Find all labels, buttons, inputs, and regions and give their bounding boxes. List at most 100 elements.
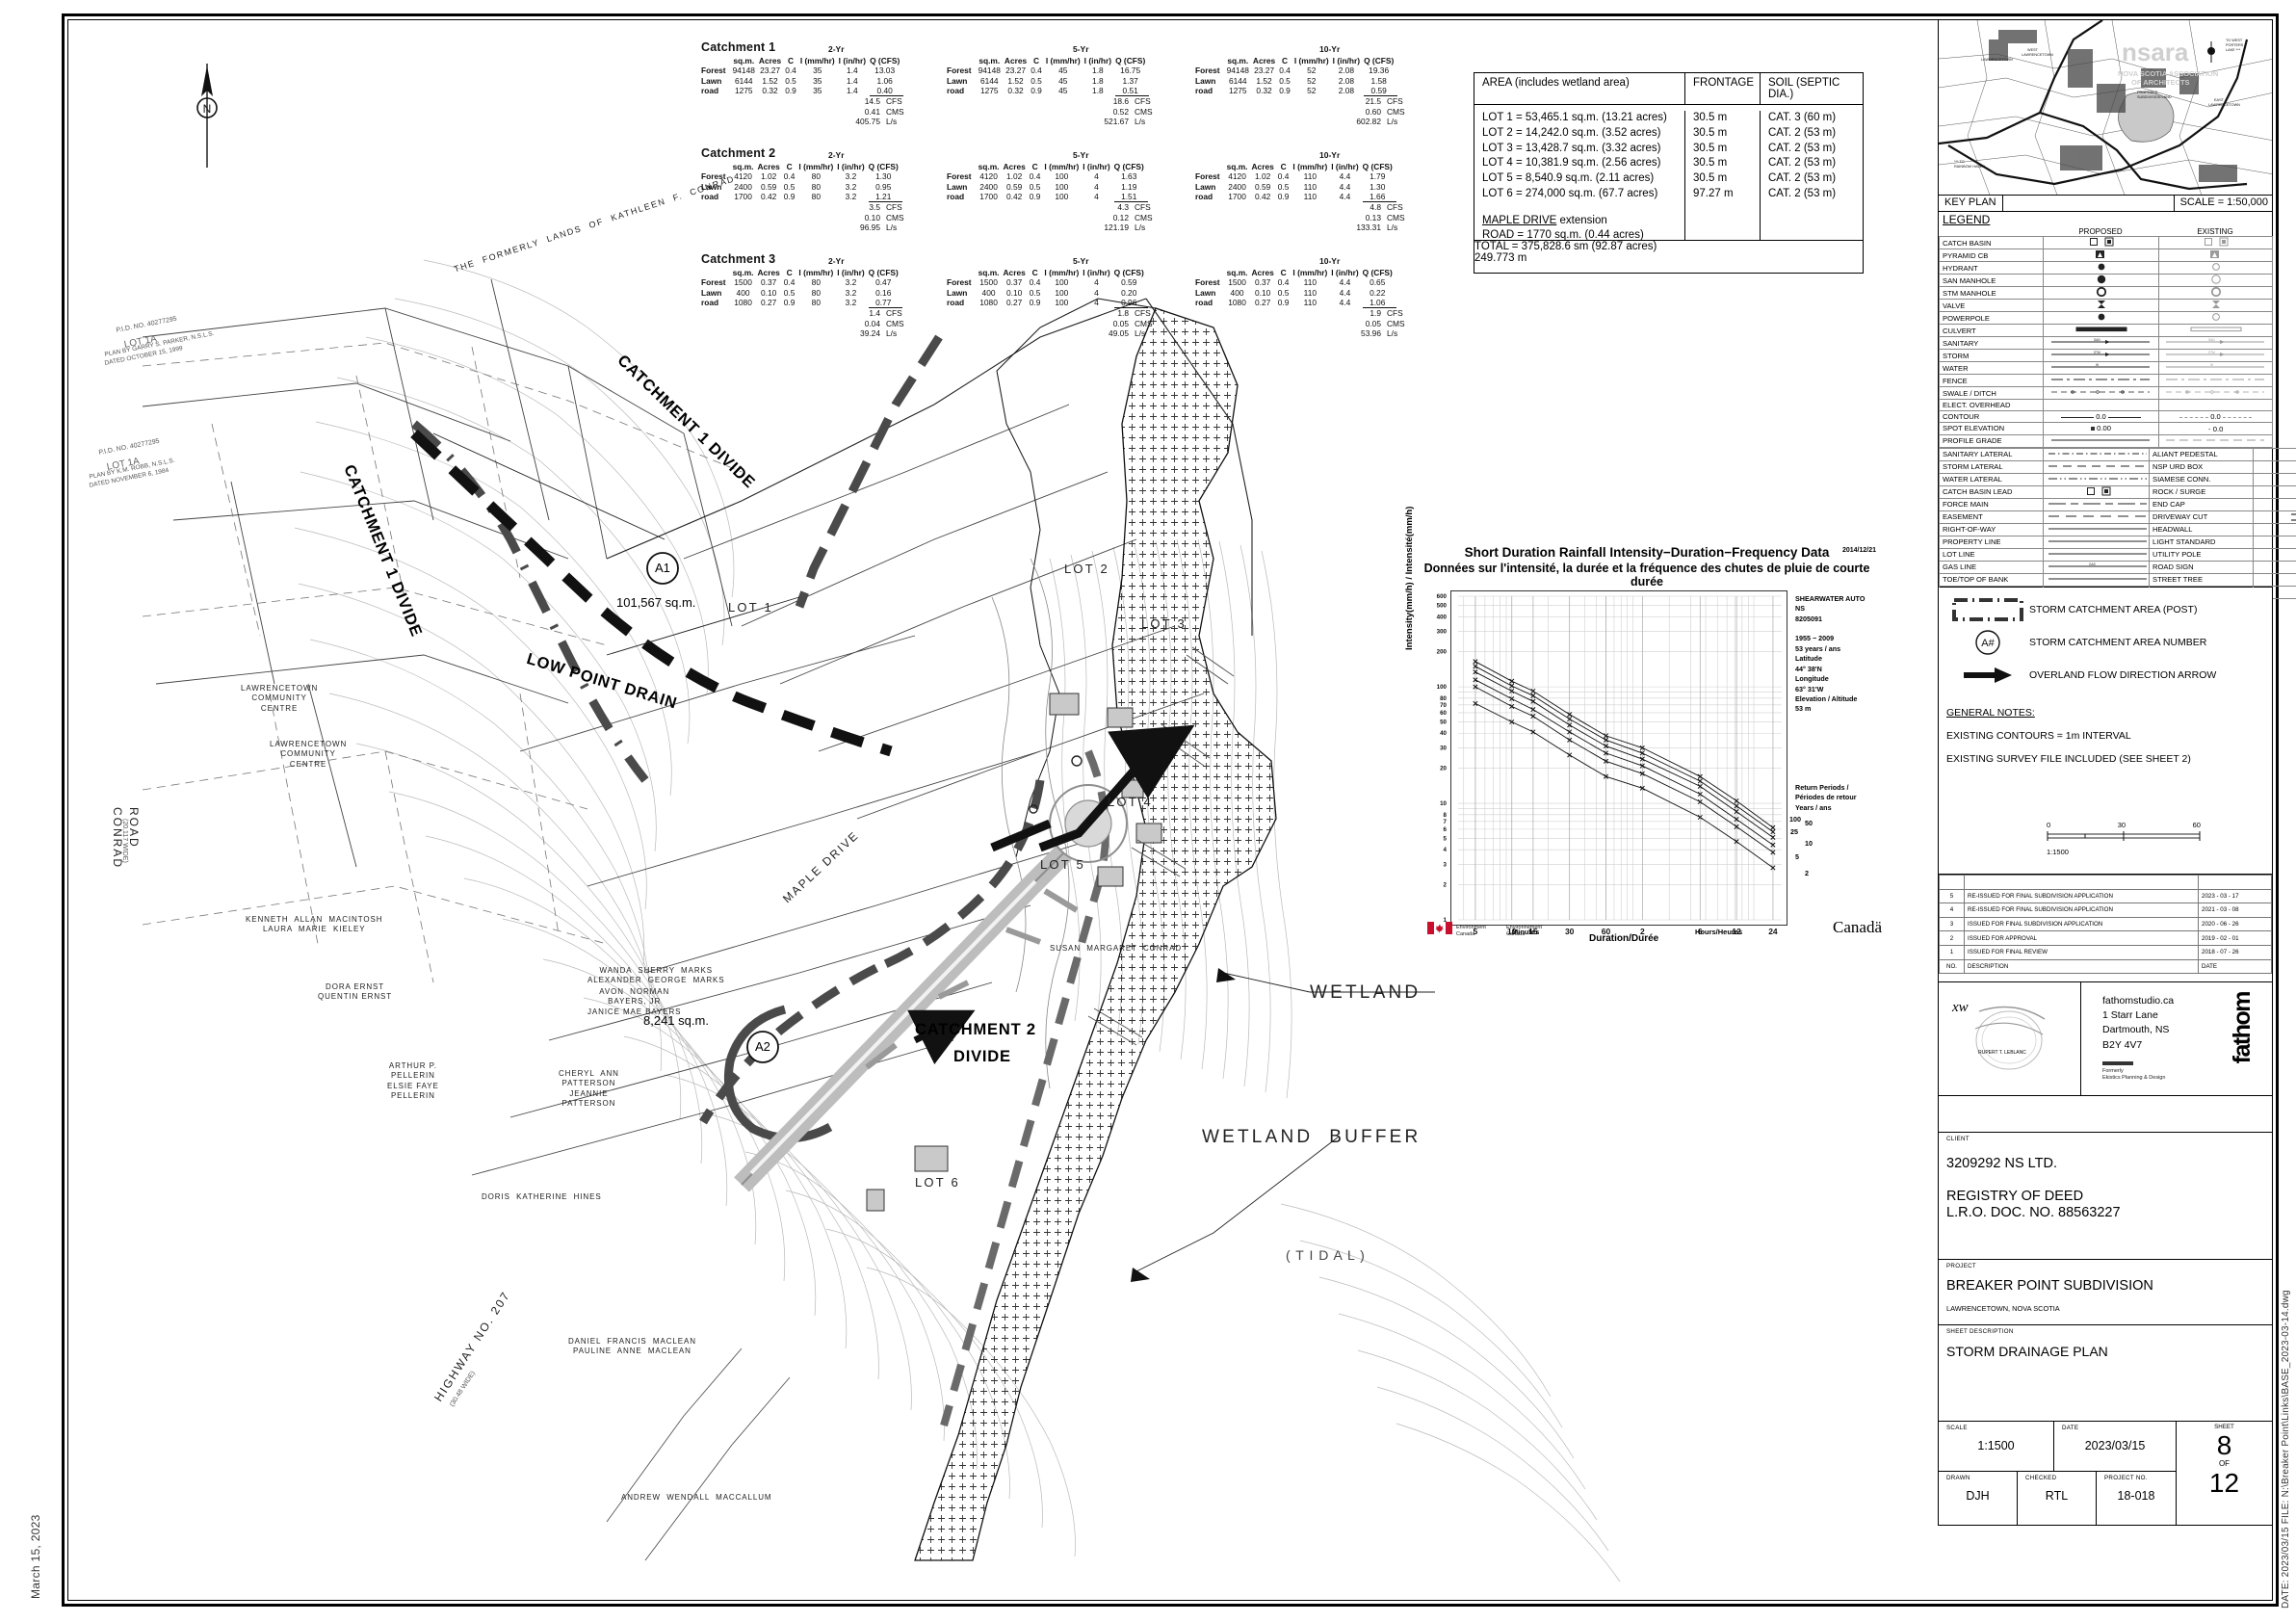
col-q: Q (CFS) bbox=[870, 56, 900, 65]
firm-address-2: Dartmouth, NS bbox=[2102, 1024, 2170, 1036]
key-plan-roads bbox=[1939, 20, 2249, 191]
idf-legend-entry-50: 50 bbox=[1805, 819, 1813, 828]
legend-row: CONTOUR 0.0 0.0 bbox=[1939, 410, 2273, 424]
road-sign-icon bbox=[2257, 562, 2296, 571]
svg-text:30: 30 bbox=[1565, 927, 1575, 936]
legend-item-name: EASEMENT bbox=[1939, 510, 2044, 524]
wetland-buffer-label: WETLAND BUFFER bbox=[1202, 1127, 1422, 1147]
idf-legend-units: Years / ans bbox=[1795, 802, 1832, 812]
registry-of-deed: REGISTRY OF DEED bbox=[1946, 1189, 2084, 1204]
of-label: OF bbox=[2218, 1459, 2231, 1468]
legend-existing-symbol bbox=[2158, 374, 2273, 387]
svg-text:6: 6 bbox=[1444, 826, 1448, 833]
catchment-1-title: Catchment 1 bbox=[701, 40, 776, 54]
svg-text:40: 40 bbox=[1440, 730, 1447, 737]
legend-row: HYDRANT bbox=[1939, 261, 2273, 275]
legend-existing-symbol: 0.0 bbox=[2158, 410, 2273, 424]
owner-label-9: DORIS KATHERINE HINES bbox=[482, 1192, 602, 1201]
key-plan-callout-1: WEST bbox=[2027, 48, 2039, 52]
catchment-a1-area: 101,567 sq.m. bbox=[616, 595, 696, 610]
checked-value: RTL bbox=[2045, 1489, 2069, 1503]
table-row: Lawn 6144 1.52 0.5 45 1.8 1.37 bbox=[947, 75, 1138, 86]
owner-label-8: SUSAN MARGARET CONRAD bbox=[1050, 944, 1183, 953]
property-lines bbox=[142, 278, 1253, 1561]
culvert-icon bbox=[2075, 327, 2126, 332]
lot-area-1: LOT 1 = 53,465.1 sq.m. (13.21 acres) bbox=[1482, 112, 1667, 123]
legend-symbol bbox=[2043, 472, 2150, 486]
legend-proposed-symbol bbox=[2043, 236, 2159, 249]
legend-item-name-2: ALIANT PEDESTAL bbox=[2149, 447, 2254, 461]
legend-item-name-2: ROCK / SURGE bbox=[2149, 484, 2254, 499]
legend-item-name-2: UTILITY POLE bbox=[2149, 547, 2254, 562]
legend-item-name: CATCH BASIN bbox=[1939, 236, 2044, 249]
idf-legend-entry-100: 100 bbox=[1789, 815, 1801, 824]
legend-row: POWERPOLE bbox=[1939, 311, 2273, 325]
table-row: Forest 94148 23.27 0.4 52 2.08 19.36 bbox=[1195, 65, 1390, 76]
owner-label-0: LAWRENCETOWN COMMUNITY CENTRE bbox=[241, 684, 319, 713]
client-caption: CLIENT bbox=[1946, 1136, 1970, 1142]
legend-proposed-symbol bbox=[2043, 311, 2159, 325]
storm-line-existing: STM bbox=[2165, 351, 2264, 356]
key-plan-callout-3: PROPOSED bbox=[2137, 91, 2158, 94]
svg-text:SAN: SAN bbox=[2208, 338, 2215, 342]
svg-text:8: 8 bbox=[1444, 812, 1448, 819]
idf-agency-en: Environment Canada bbox=[1456, 925, 1486, 937]
svg-text:2: 2 bbox=[1444, 882, 1448, 889]
general-note-0: EXISTING CONTOURS = 1m INTERVAL bbox=[1946, 730, 2131, 743]
wetland-leader-arrow bbox=[1216, 968, 1236, 982]
swale-line bbox=[2050, 390, 2150, 394]
swale-line-existing bbox=[2165, 390, 2264, 394]
firm-address-1: 1 Starr Lane bbox=[2102, 1009, 2158, 1022]
legend-item-name: VALVE bbox=[1939, 299, 2044, 312]
catchment-3-storm-2-label: 10-Yr bbox=[1319, 256, 1341, 266]
client-block-spacer bbox=[1938, 1096, 2273, 1133]
catchment-2-divide-label-1: CATCHMENT 2 bbox=[915, 1021, 1036, 1038]
legend-proposed-symbol bbox=[2043, 261, 2159, 275]
sheet-description: STORM DRAINAGE PLAN bbox=[1946, 1344, 2108, 1359]
legend-proposed-symbol bbox=[2043, 299, 2159, 312]
scale-tick-30: 30 bbox=[2117, 821, 2126, 829]
aliant-pedestal-icon bbox=[2257, 449, 2296, 458]
legend-item-name: STORM bbox=[1939, 349, 2044, 362]
site-plan-map[interactable]: N 101,567 sq.m. A1 8,241 sq.m. A2 LOW PO… bbox=[67, 19, 1936, 1601]
legend-item-name: PROFILE GRADE bbox=[1939, 433, 2044, 448]
table-row: road 1275 0.32 0.9 35 1.4 0.40 bbox=[701, 85, 904, 96]
lot-4-label: LOT 4 bbox=[1108, 795, 1153, 809]
svg-text:SAN: SAN bbox=[2094, 338, 2100, 342]
revision-no: 4 bbox=[1939, 903, 1965, 918]
svg-text:NOVA SCOTIA ASSOCIATION: NOVA SCOTIA ASSOCIATION bbox=[2118, 69, 2218, 78]
idf-legend-entry-25: 25 bbox=[1790, 827, 1798, 837]
idf-latitude-label: Latitude bbox=[1795, 654, 1822, 664]
legend-item-name: HYDRANT bbox=[1939, 261, 2044, 275]
bank-line bbox=[2048, 578, 2147, 580]
idf-elevation-label: Elevation / Altitude bbox=[1795, 693, 1858, 703]
legend-symbol-2 bbox=[2253, 459, 2296, 474]
lot-soil-6: CAT. 2 (53 m) bbox=[1768, 187, 1837, 199]
lot-soil-1: CAT. 3 (60 m) bbox=[1768, 112, 1837, 123]
legend-existing-symbol: W bbox=[2158, 361, 2273, 375]
svg-text:60: 60 bbox=[1602, 927, 1611, 936]
owner-label-10: DANIEL FRANCIS MACLEAN PAULINE ANNE MACL… bbox=[568, 1337, 696, 1356]
drawn-value: DJH bbox=[1966, 1489, 1990, 1503]
idf-station-name: SHEARWATER AUTO bbox=[1795, 594, 1866, 603]
idf-y-tick-labels: 1234567810203040506070801002003004005006… bbox=[1437, 593, 1448, 924]
key-plan-watermark: nsara bbox=[2122, 38, 2189, 66]
storm-key-label-1: STORM CATCHMENT AREA NUMBER bbox=[2029, 637, 2207, 648]
legend-symbol bbox=[2043, 547, 2150, 562]
scale-bar: 0 30 60 1:1500 bbox=[2047, 821, 2201, 856]
canada-flag-icon bbox=[1427, 922, 1452, 934]
file-path-stamp: DATE: 2023/03/15 FILE: N:\Breaker Point\… bbox=[2281, 1290, 2291, 1609]
sheet-description-caption: SHEET DESCRIPTION bbox=[1946, 1328, 2014, 1335]
legend-symbol bbox=[2043, 510, 2150, 524]
area-total-label: TOTAL = 375,828.6 sm (92.87 acres) bbox=[1474, 241, 1657, 252]
key-plan[interactable]: TO WEST PORTERS LAKE *** LAWRENCETOWN WE… bbox=[1938, 19, 2273, 212]
